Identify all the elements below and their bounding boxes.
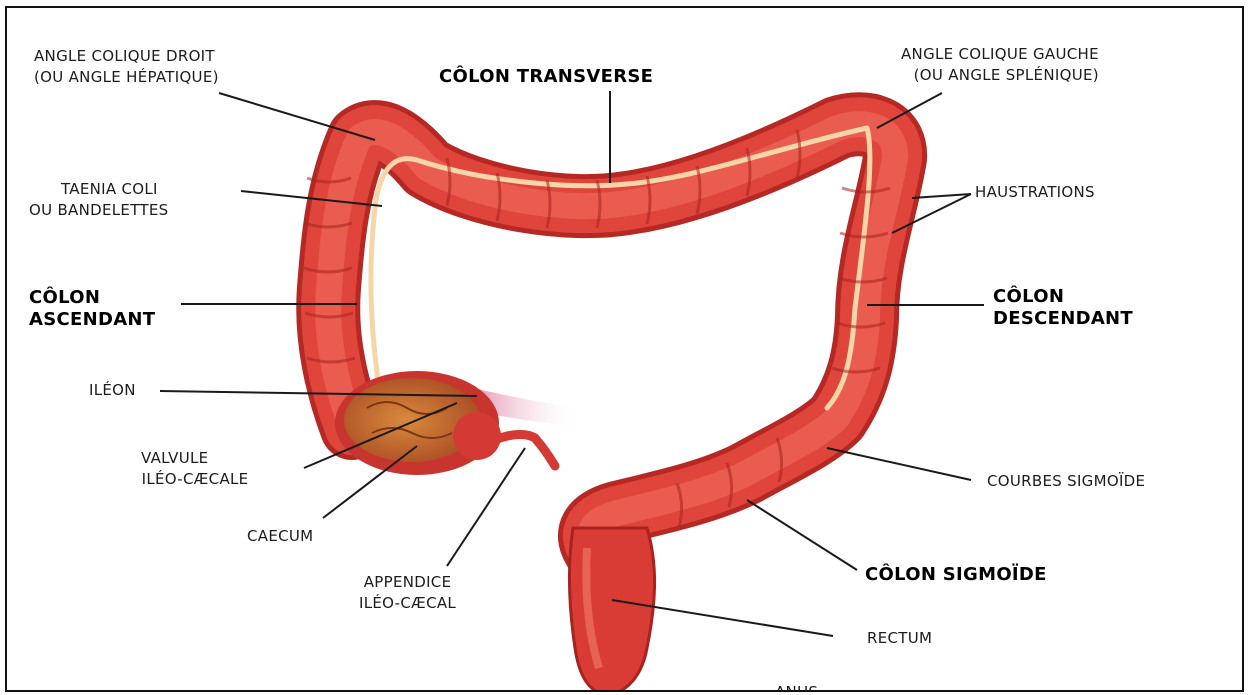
label-text: ANGLE COLIQUE DROIT	[34, 46, 219, 67]
label-text: ILÉON	[89, 380, 136, 401]
label-text: (OU ANGLE SPLÉNIQUE)	[901, 65, 1099, 86]
caecum-shape	[335, 371, 501, 475]
label-text: ILÉO-CÆCAL	[359, 593, 456, 614]
appendix-shape	[495, 434, 555, 466]
label-text: ANGLE COLIQUE GAUCHE	[901, 44, 1099, 65]
label-text: (OU ANGLE HÉPATIQUE)	[34, 67, 219, 88]
label-text: RECTUM	[867, 628, 932, 649]
rectum-shape	[569, 528, 654, 692]
label-text: HAUSTRATIONS	[975, 182, 1095, 203]
diagram-frame: ANGLE COLIQUE DROIT (OU ANGLE HÉPATIQUE)…	[5, 6, 1244, 692]
label-colon-descendant: CÔLON DESCENDANT	[993, 286, 1133, 330]
label-appendice: APPENDICE ILÉO-CÆCAL	[359, 572, 456, 614]
label-taenia-coli: TAENIA COLI OU BANDELETTES	[29, 179, 168, 221]
label-caecum: CAECUM	[247, 526, 313, 547]
label-valvule-ileo-caecale: VALVULE ILÉO-CÆCALE	[141, 448, 248, 490]
label-text: TAENIA COLI	[29, 179, 168, 200]
label-colon-transverse: CÔLON TRANSVERSE	[439, 66, 653, 88]
label-courbes-sigmoide: COURBES SIGMOÏDE	[987, 471, 1145, 492]
colon-body	[328, 124, 895, 553]
label-text: VALVULE	[141, 448, 248, 469]
label-text: CÔLON TRANSVERSE	[439, 66, 653, 88]
label-colon-ascendant: CÔLON ASCENDANT	[29, 287, 155, 331]
label-text: CAECUM	[247, 526, 313, 547]
label-text: CÔLON	[29, 287, 155, 309]
label-text: ILÉO-CÆCALE	[141, 469, 248, 490]
label-text: ANUS	[775, 682, 818, 692]
label-angle-colique-gauche: ANGLE COLIQUE GAUCHE (OU ANGLE SPLÉNIQUE…	[901, 44, 1099, 86]
label-colon-sigmoide: CÔLON SIGMOÏDE	[865, 564, 1047, 586]
label-text: DESCENDANT	[993, 308, 1133, 330]
label-text: ASCENDANT	[29, 309, 155, 331]
label-rectum: RECTUM	[867, 628, 932, 649]
label-ileon: ILÉON	[89, 380, 136, 401]
colon-illustration	[7, 8, 1244, 692]
label-text: APPENDICE	[359, 572, 456, 593]
label-text: OU BANDELETTES	[29, 200, 168, 221]
label-haustrations: HAUSTRATIONS	[975, 182, 1095, 203]
label-anus: ANUS	[775, 682, 818, 692]
label-text: COURBES SIGMOÏDE	[987, 471, 1145, 492]
label-text: CÔLON	[993, 286, 1133, 308]
label-text: CÔLON SIGMOÏDE	[865, 564, 1047, 586]
label-angle-colique-droit: ANGLE COLIQUE DROIT (OU ANGLE HÉPATIQUE)	[34, 46, 219, 88]
